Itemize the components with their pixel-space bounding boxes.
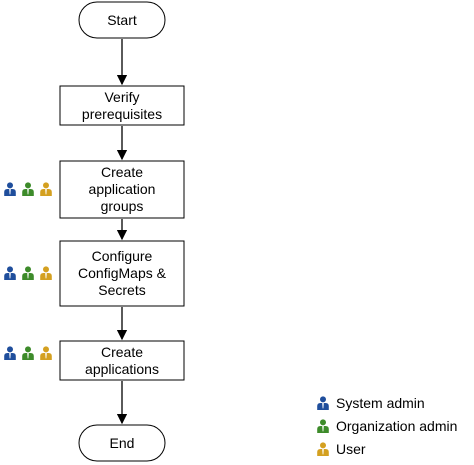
organization-admin-person-icon	[22, 182, 34, 196]
system-admin-person-icon	[4, 182, 16, 196]
create-groups-label: Create application groups	[88, 164, 156, 214]
legend-item-user: User	[316, 437, 457, 460]
user-person-icon	[40, 182, 52, 196]
organization-admin-person-icon	[22, 266, 34, 280]
legend-item-organization-admin: Organization admin	[316, 414, 457, 437]
create-groups-roles	[3, 182, 53, 196]
end-label: End	[109, 434, 135, 451]
legend-item-system-admin: System admin	[316, 391, 457, 414]
system-admin-person-icon	[4, 266, 16, 280]
configure-roles	[3, 266, 53, 280]
person-icon	[317, 418, 329, 433]
verify-process-box	[59, 85, 185, 126]
create-apps-process-box	[59, 340, 185, 381]
create-apps-label: Create applications	[85, 343, 159, 377]
create-groups-process-box	[59, 160, 185, 219]
create-apps-roles	[3, 346, 53, 360]
legend-label: System admin	[336, 394, 425, 411]
start-terminal	[78, 1, 166, 39]
legend-label: User	[336, 440, 366, 457]
user-person-icon	[40, 346, 52, 360]
start-label: Start	[107, 11, 137, 28]
configure-label: Configure ConfigMaps & Secrets	[78, 248, 166, 298]
legend: System admin Organization admin User	[316, 391, 457, 460]
user-person-icon	[40, 266, 52, 280]
end-terminal	[78, 424, 166, 462]
configure-process-box	[59, 240, 185, 307]
system-admin-person-icon	[4, 346, 16, 360]
person-icon	[317, 441, 329, 456]
verify-label: Verify prerequisites	[81, 88, 163, 122]
legend-label: Organization admin	[336, 417, 458, 434]
person-icon	[317, 395, 329, 410]
organization-admin-person-icon	[22, 346, 34, 360]
